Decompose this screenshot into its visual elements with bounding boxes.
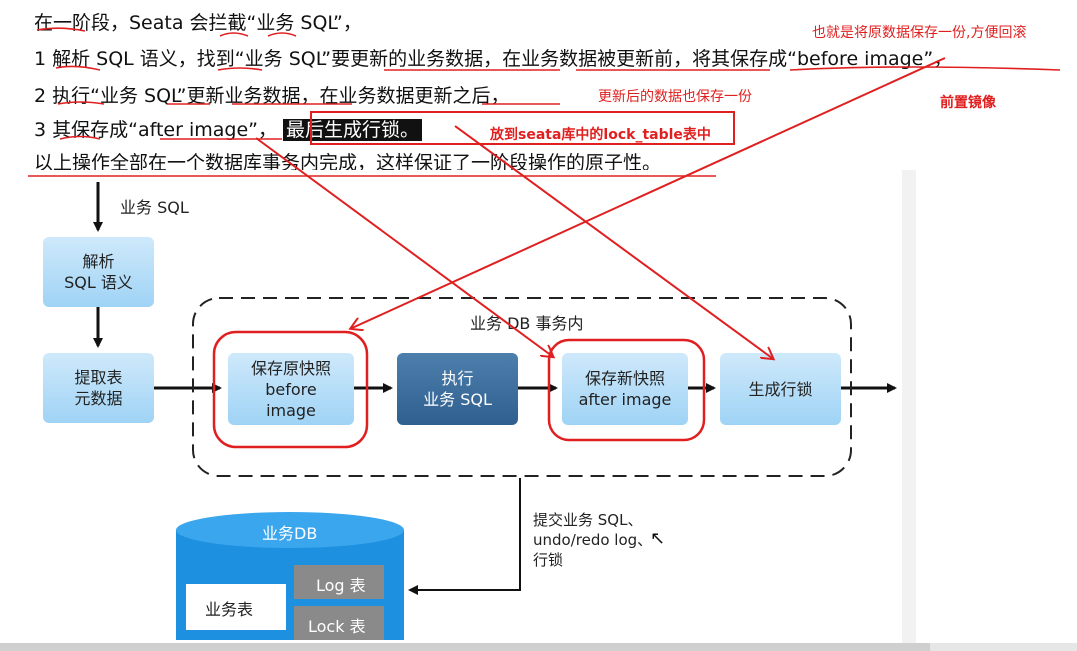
text-line-2: 1 解析 SQL 语义，找到“业务 SQL”要更新的业务数据，在业务数据被更新前… [34,48,953,70]
commit-label: 提交业务 SQL、 undo/redo log、 行锁 [533,511,653,569]
transaction-boundary [192,297,852,477]
db-business-table: 业务表 [205,600,254,619]
annotation-update-after: 更新后的数据也保存一份 [598,89,752,105]
after-image-highlight [547,338,706,442]
text-line-1: 在一阶段，Seata 会拦截“业务 SQL”， [34,12,362,34]
db-title: 业务DB [262,524,318,543]
annotation-before-mirror: 前置镜像 [940,95,996,111]
execute-sql-node: 执行 业务 SQL [397,353,518,425]
scrollbar-track-end [930,643,1077,651]
text-line-4-start: 3 其保存成“after image”， [34,119,277,141]
text-underlines [28,27,1061,177]
lock-annotation-box [310,111,735,145]
mouse-cursor-icon: ↖ [650,528,666,549]
selected-text[interactable]: 最后生成行锁。 [283,119,423,141]
save-after-image-node: 保存新快照 after image [562,353,688,425]
text-line-4: 3 其保存成“after image”， 最后生成行锁。 [34,115,423,142]
business-db-cylinder [176,512,404,640]
text-line-5: 以上操作全部在一个数据库事务内完成，这样保证了一阶段操作的原子性。 [34,152,662,174]
save-before-image-node: 保存原快照 before image [228,353,354,425]
parse-sql-node: 解析 SQL 语义 [43,237,154,307]
diagram-side-strip [902,170,916,646]
db-log-table: Log 表 [316,576,366,595]
transaction-label: 业务 DB 事务内 [470,314,584,333]
db-lock-table: Lock 表 [308,617,366,636]
extract-metadata-node: 提取表 元数据 [43,353,154,423]
horizontal-scrollbar[interactable] [0,643,1077,651]
annotation-top-right: 也就是将原数据保存一份,方便回滚 [812,25,1027,41]
text-line-3: 2 执行“业务 SQL”更新业务数据，在业务数据更新之后， [34,85,510,107]
annotation-lock-table: 放到seata库中的lock_table表中 [490,127,711,143]
before-image-highlight [212,330,369,449]
input-sql-label: 业务 SQL [120,198,189,217]
generate-lock-node: 生成行锁 [720,353,841,425]
